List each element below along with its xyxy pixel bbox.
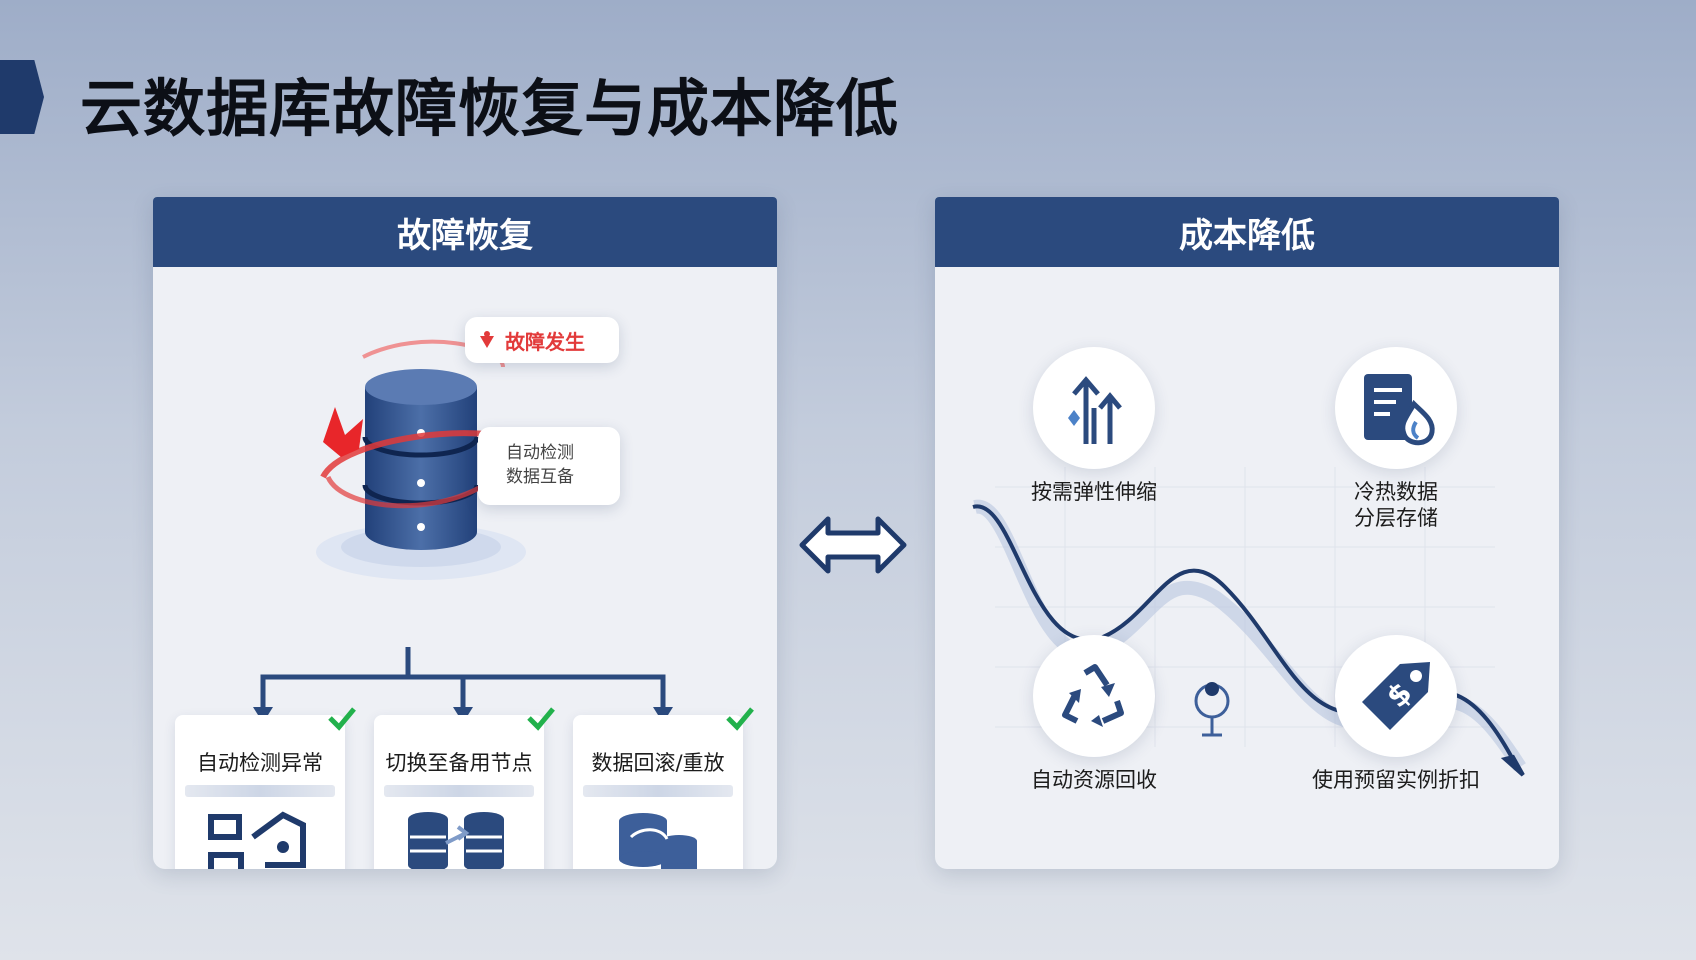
process-connector bbox=[253, 647, 673, 723]
detect-icon bbox=[208, 811, 306, 869]
check-icon bbox=[726, 707, 754, 731]
title-accent-tab bbox=[0, 60, 44, 134]
scale-up-icon bbox=[1068, 376, 1122, 444]
step-failover: 切换至备用节点 bbox=[374, 707, 555, 869]
feature-icon-circle: $ bbox=[1335, 635, 1457, 757]
feature-label-line-1: 冷热数据 bbox=[1354, 480, 1438, 504]
alert-icon bbox=[480, 331, 494, 348]
step-progress-bar bbox=[185, 785, 335, 797]
feature-label: 按需弹性伸缩 bbox=[1031, 480, 1157, 504]
hot-cold-storage-icon bbox=[1364, 374, 1435, 446]
bidirectional-arrow-icon bbox=[799, 516, 907, 574]
globe-pin-icon bbox=[1194, 682, 1230, 737]
price-tag-icon: $ bbox=[1362, 662, 1430, 730]
database-failure-icon bbox=[316, 339, 526, 580]
recycle-icon bbox=[1062, 664, 1124, 727]
feature-icon-circle bbox=[1033, 347, 1155, 469]
cost-reduction-heading: 成本降低 bbox=[935, 197, 1559, 267]
cost-reduction-body: 按需弹性伸缩 冷热数据 分层存储 bbox=[935, 267, 1559, 869]
check-icon bbox=[527, 707, 555, 731]
step-label: 数据回滚/重放 bbox=[591, 751, 725, 775]
failover-icon bbox=[408, 812, 504, 869]
fault-occurred-label: 故障发生 bbox=[505, 329, 585, 354]
step-progress-bar bbox=[583, 785, 733, 797]
info-line-2: 数据互备 bbox=[506, 467, 574, 487]
feature-label: 使用预留实例折扣 bbox=[1312, 768, 1480, 792]
step-progress-bar bbox=[384, 785, 534, 797]
feature-reserved-discount: $ 使用预留实例折扣 bbox=[1301, 635, 1491, 793]
feature-label: 冷热数据 分层存储 bbox=[1321, 479, 1471, 531]
feature-resource-recycle: 自动资源回收 bbox=[1019, 635, 1169, 793]
feature-label-line-2: 分层存储 bbox=[1354, 506, 1438, 530]
step-label: 自动检测异常 bbox=[197, 751, 323, 775]
rollback-icon bbox=[619, 813, 697, 869]
step-label: 切换至备用节点 bbox=[385, 751, 533, 775]
step-rollback: 数据回滚/重放 bbox=[573, 707, 754, 869]
fault-recovery-body: 故障发生 自动检测 数据互备 自动检测异常 bbox=[153, 267, 777, 869]
feature-icon-circle bbox=[1033, 635, 1155, 757]
feature-tiered-storage: 冷热数据 分层存储 bbox=[1321, 347, 1471, 531]
fault-occurred-bubble: 故障发生 bbox=[465, 317, 619, 363]
feature-elastic-scaling: 按需弹性伸缩 bbox=[1019, 347, 1169, 505]
info-line-1: 自动检测 bbox=[506, 443, 574, 463]
step-auto-detect: 自动检测异常 bbox=[175, 707, 356, 869]
cost-reduction-panel: 成本降低 bbox=[935, 197, 1559, 869]
fault-recovery-panel: 故障恢复 bbox=[153, 197, 777, 869]
feature-icon-circle bbox=[1335, 347, 1457, 469]
page-title: 云数据库故障恢复与成本降低 bbox=[80, 72, 900, 145]
check-icon bbox=[328, 707, 356, 731]
auto-detect-bubble: 自动检测 数据互备 bbox=[478, 427, 620, 505]
feature-label: 自动资源回收 bbox=[1031, 768, 1157, 792]
fault-recovery-heading: 故障恢复 bbox=[153, 197, 777, 267]
